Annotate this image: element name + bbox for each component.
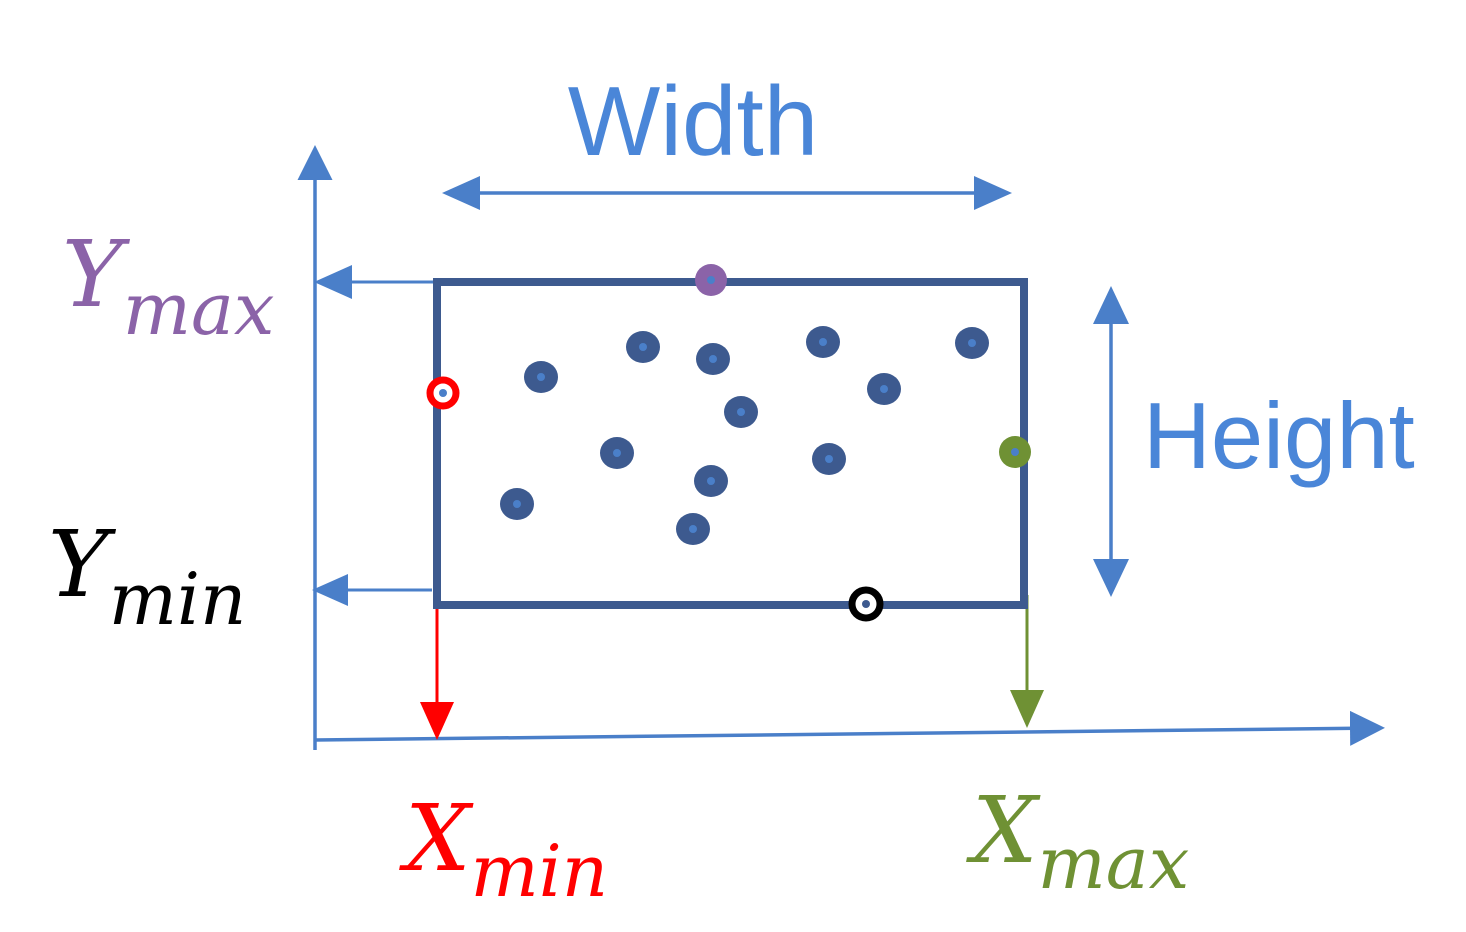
data-point — [812, 443, 846, 475]
xmax-point — [999, 436, 1031, 468]
height-label: Height — [1143, 383, 1415, 488]
ymax-point — [695, 264, 727, 296]
data-point — [600, 437, 634, 469]
data-point — [694, 465, 728, 497]
xmax-label: Xmax — [966, 777, 1189, 905]
ymin-label: Ymin — [48, 511, 246, 641]
xmin-point — [426, 376, 460, 410]
data-point — [724, 396, 758, 428]
data-point — [867, 373, 901, 405]
xmin-projection-arrow — [420, 608, 454, 740]
xmin-label: Xmin — [399, 785, 608, 913]
ymax-projection-arrow — [314, 265, 435, 299]
x-axis — [314, 710, 1385, 746]
data-point — [955, 327, 989, 359]
ymax-label: Ymax — [62, 221, 275, 351]
data-point — [676, 513, 710, 545]
data-point — [696, 343, 730, 375]
data-point — [524, 361, 558, 393]
data-point — [500, 488, 534, 520]
width-arrow — [442, 176, 1012, 210]
data-point — [806, 326, 840, 358]
ymin-projection-arrow — [312, 574, 432, 606]
xmax-projection-arrow — [1010, 595, 1044, 728]
data-points — [500, 326, 989, 545]
bounding-box — [433, 278, 1028, 609]
ymin-point — [848, 586, 884, 622]
height-arrow — [1093, 286, 1129, 597]
width-label: Width — [568, 66, 819, 176]
data-point — [626, 331, 660, 363]
